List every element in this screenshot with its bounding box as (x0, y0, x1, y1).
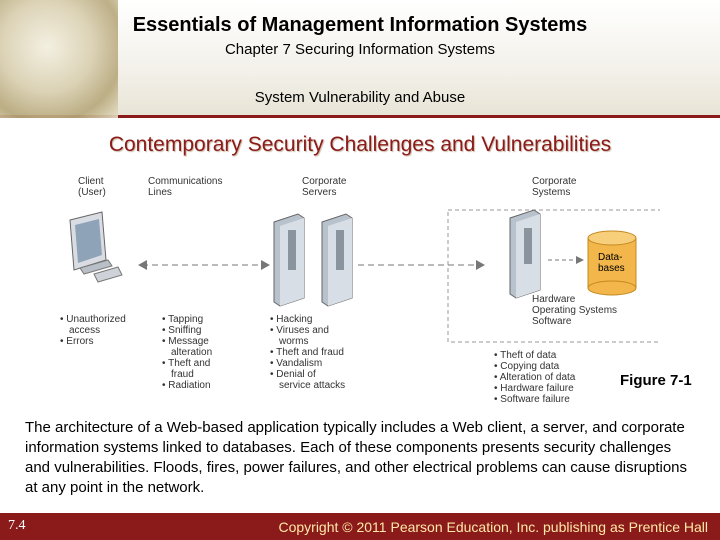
section-title: System Vulnerability and Abuse (254, 89, 466, 106)
diagram-graphics (69, 209, 691, 343)
architecture-diagram: Client (User) Communications Lines Corpo… (60, 170, 691, 405)
databases-label: Data- bases (598, 252, 625, 274)
client-computer-icon (69, 211, 123, 283)
figure-label: Figure 7-1 (620, 372, 692, 389)
slide-footer: 7.4 Copyright © 2011 Pearson Education, … (0, 513, 720, 540)
servers-label: Corporate Servers (302, 176, 347, 198)
servers-threats-list: Hacking Viruses and worms Theft and frau… (270, 314, 345, 391)
page-number: 7.4 (8, 518, 26, 533)
arrow-left-icon (138, 260, 147, 270)
arrow-right-icon (261, 260, 270, 270)
slide-title: Contemporary Security Challenges and Vul… (108, 133, 612, 156)
chapter-title: Chapter 7 Securing Information Systems (224, 41, 496, 58)
arrow-db-icon (576, 256, 584, 264)
globe-image (0, 0, 118, 118)
database-icon (587, 230, 637, 296)
client-label: Client (User) (78, 176, 106, 198)
client-threats-list: Unauthorized access Errors (60, 314, 125, 347)
copyright-text: Copyright © 2011 Pearson Education, Inc.… (278, 519, 708, 535)
slide-header: Essentials of Management Information Sys… (0, 0, 720, 118)
lines-threats-list: Tapping Sniffing Message alteration Thef… (162, 314, 212, 391)
lines-label: Communications Lines (148, 176, 223, 198)
server-icon-1 (273, 213, 305, 307)
body-text: The architecture of a Web-based applicat… (25, 419, 687, 496)
arrow-right-icon-2 (476, 260, 485, 270)
book-title: Essentials of Management Information Sys… (132, 14, 588, 36)
corporate-system-icon (509, 209, 541, 299)
server-icon-2 (321, 213, 353, 307)
systems-label: Corporate Systems (532, 176, 577, 198)
hardware-label: Hardware Operating Systems Software (532, 294, 618, 327)
systems-threats-list: Theft of data Copying data Alteration of… (494, 350, 576, 405)
